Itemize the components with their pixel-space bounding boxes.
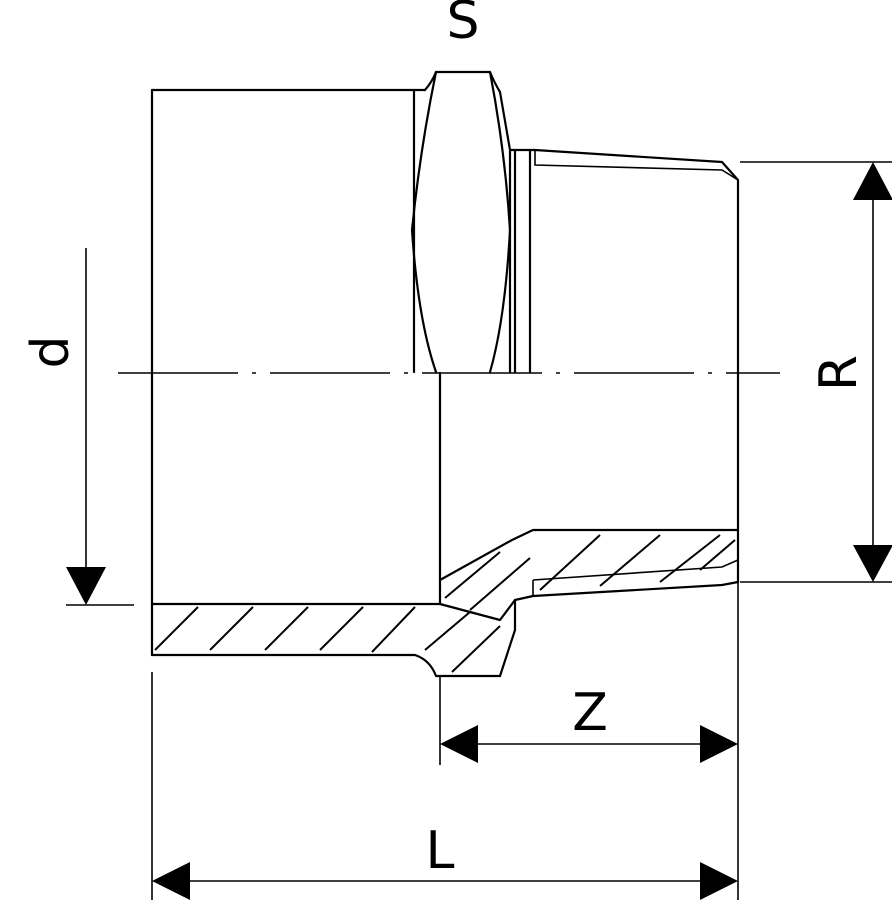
label-s: S [446,0,479,51]
fitting-upper-outline [150,70,740,657]
dimension-d: d [21,248,134,606]
fitting-lower-section [150,371,740,678]
section-hatching [154,534,736,673]
label-z: Z [572,683,608,743]
dimension-l: L [151,672,738,900]
label-d: d [21,335,81,368]
dimension-z: Z [439,582,739,900]
label-r: R [809,355,869,391]
dimension-r: R [740,161,892,583]
label-l: L [426,821,455,881]
